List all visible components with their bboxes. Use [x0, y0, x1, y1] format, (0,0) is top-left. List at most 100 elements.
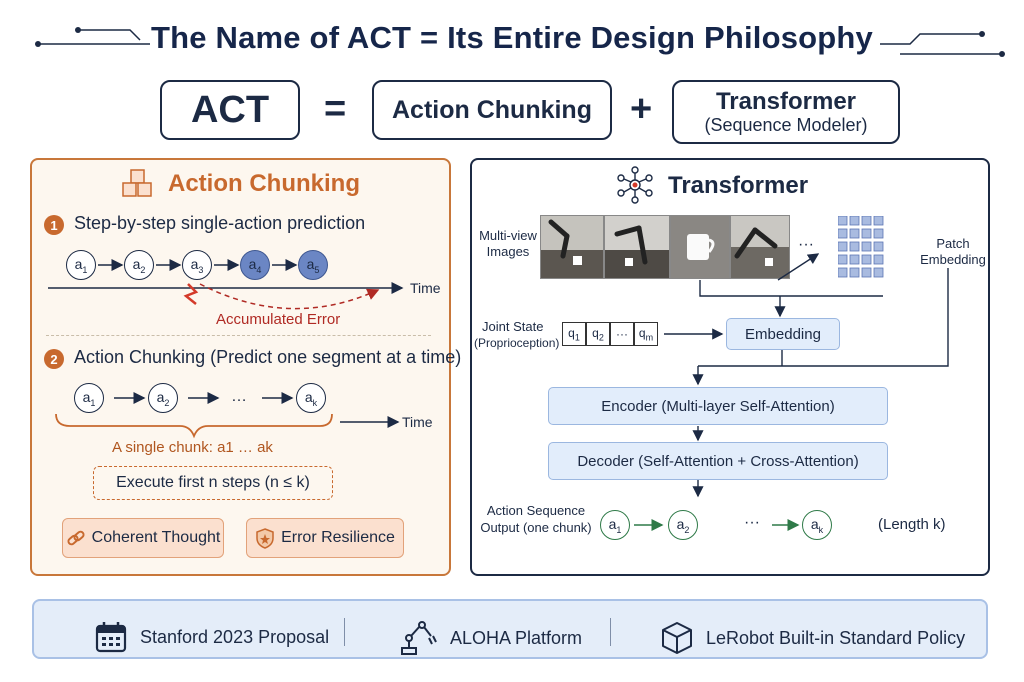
- joint-state-sub: (Proprioception): [474, 336, 560, 350]
- robot-arm-icon: [614, 225, 648, 266]
- seq1-node-1-label: a1: [74, 255, 88, 275]
- seq1-node-5-label: a5: [306, 255, 320, 275]
- seq2-arrows: [55, 392, 400, 439]
- out-node-1-label: a1: [608, 515, 622, 535]
- time-label-2: Time: [402, 414, 433, 430]
- execute-box: Execute first n steps (n ≤ k): [93, 466, 333, 500]
- seq1-node-3: a3: [182, 250, 212, 280]
- q-cell-3-label: ···: [616, 327, 628, 341]
- patch-grid: [838, 216, 884, 278]
- q-cell-2-label: q2: [592, 325, 604, 343]
- robot-arm-icon: [734, 227, 778, 266]
- equals-sign: =: [324, 88, 347, 130]
- camera-view-2: [604, 215, 670, 279]
- decoder-block: Decoder (Self-Attention + Cross-Attentio…: [548, 442, 888, 480]
- seq2-node-2-label: a2: [156, 388, 170, 408]
- action-chunking-panel: [30, 158, 451, 576]
- coherent-thought-label: Coherent Thought: [91, 529, 221, 546]
- section-divider: [46, 335, 431, 336]
- footer-item-lerobot: LeRobot Built-in Standard Policy: [660, 620, 965, 656]
- q-cell-1-label: q1: [568, 325, 580, 343]
- encoder-label: Encoder (Multi-layer Self-Attention): [601, 397, 835, 415]
- q-cell-4: qm: [634, 322, 658, 346]
- link-icon: [67, 530, 85, 546]
- cube-icon: [662, 622, 692, 654]
- q-cell-1: q1: [562, 322, 586, 346]
- q-cell-2: q2: [586, 322, 610, 346]
- q-cell-3: ···: [610, 322, 634, 346]
- robot-arm-icon: [401, 621, 437, 655]
- network-icon: [617, 166, 653, 204]
- seq1-node-2: a2: [124, 250, 154, 280]
- images-ellipsis: ···: [798, 236, 814, 253]
- seq1-node-2-label: a2: [132, 255, 146, 275]
- title-decoration-right: [880, 31, 1005, 57]
- output-label: Action Sequence Output (one chunk): [480, 503, 592, 535]
- time-label-1: Time: [410, 280, 441, 296]
- out-ellipsis: ···: [744, 514, 760, 531]
- footer-lerobot-label: LeRobot Built-in Standard Policy: [706, 627, 966, 648]
- out-node-2-label: a2: [676, 515, 690, 535]
- transformer-box: Transformer (Sequence Modeler): [672, 80, 900, 144]
- footer-divider-2: [610, 618, 611, 646]
- decoder-label: Decoder (Self-Attention + Cross-Attentio…: [577, 452, 859, 470]
- step1-label: Step-by-step single-action prediction: [74, 213, 366, 233]
- out-node-2: a2: [668, 510, 698, 540]
- shield-icon: [256, 528, 274, 549]
- seq2-node-k: ak: [296, 383, 326, 413]
- left-heading: Action Chunking: [168, 170, 360, 197]
- action-chunking-label: Action Chunking: [392, 95, 592, 124]
- embedding-block: Embedding: [726, 318, 840, 350]
- cup-icon: [687, 234, 715, 260]
- seq2-node-2: a2: [148, 383, 178, 413]
- joint-state-label: Joint State: [482, 319, 544, 334]
- out-node-k-label: ak: [810, 515, 824, 535]
- execute-label: Execute first n steps (n ≤ k): [116, 474, 310, 491]
- images-label: Multi-view Images: [479, 228, 537, 259]
- footer-divider-1: [344, 618, 345, 646]
- seq1-node-3-label: a3: [190, 255, 204, 275]
- footer-item-stanford: Stanford 2023 Proposal: [94, 620, 329, 654]
- robot-arm-icon: [548, 219, 582, 265]
- footer-aloha-label: ALOHA Platform: [450, 627, 583, 648]
- out-node-1: a1: [600, 510, 630, 540]
- step2-label: Action Chunking (Predict one segment at …: [74, 347, 462, 367]
- seq2-ellipsis: …: [231, 388, 247, 405]
- camera-view-3: [670, 215, 730, 279]
- chunk-label: A single chunk: a1 … ak: [112, 439, 273, 456]
- seq1-node-4-label: a4: [248, 255, 262, 275]
- seq2-node-1: a1: [74, 383, 104, 413]
- encoder-block: Encoder (Multi-layer Self-Attention): [548, 387, 888, 425]
- seq1-arrows: [48, 259, 404, 310]
- action-chunking-box: Action Chunking: [372, 80, 612, 140]
- q-cell-4-label: qm: [638, 325, 654, 343]
- transformer-label: Transformer: [715, 87, 857, 115]
- footer-item-aloha: ALOHA Platform: [398, 620, 582, 656]
- right-heading: Transformer: [668, 172, 809, 199]
- step1-number: 1: [44, 215, 64, 235]
- transformer-flow-arrows: [664, 253, 949, 498]
- out-node-k: ak: [802, 510, 832, 540]
- camera-view-4: [730, 215, 790, 279]
- embedding-label: Embedding: [745, 325, 821, 343]
- act-label: ACT: [190, 88, 270, 131]
- seq1-node-5: a5: [298, 250, 328, 280]
- seq1-node-4: a4: [240, 250, 270, 280]
- act-box: ACT: [160, 80, 300, 140]
- footer-bar: [32, 599, 988, 659]
- seq2-node-k-label: ak: [304, 388, 318, 408]
- plus-sign: +: [630, 88, 653, 130]
- calendar-icon: [95, 622, 127, 653]
- seq1-node-1: a1: [66, 250, 96, 280]
- error-resilience-label: Error Resilience: [281, 529, 395, 546]
- length-label: (Length k): [878, 516, 946, 533]
- coherent-thought-pill: Coherent Thought: [62, 518, 224, 558]
- accumulated-error-label: Accumulated Error: [216, 311, 341, 328]
- step2-number: 2: [44, 349, 64, 369]
- transformer-sub-label: (Sequence Modeler): [704, 114, 868, 135]
- output-arrows: [634, 519, 800, 531]
- footer-stanford-label: Stanford 2023 Proposal: [140, 626, 330, 647]
- seq2-node-1-label: a1: [82, 388, 96, 408]
- patch-embedding-label: Patch Embedding: [920, 236, 986, 267]
- error-resilience-pill: Error Resilience: [246, 518, 404, 558]
